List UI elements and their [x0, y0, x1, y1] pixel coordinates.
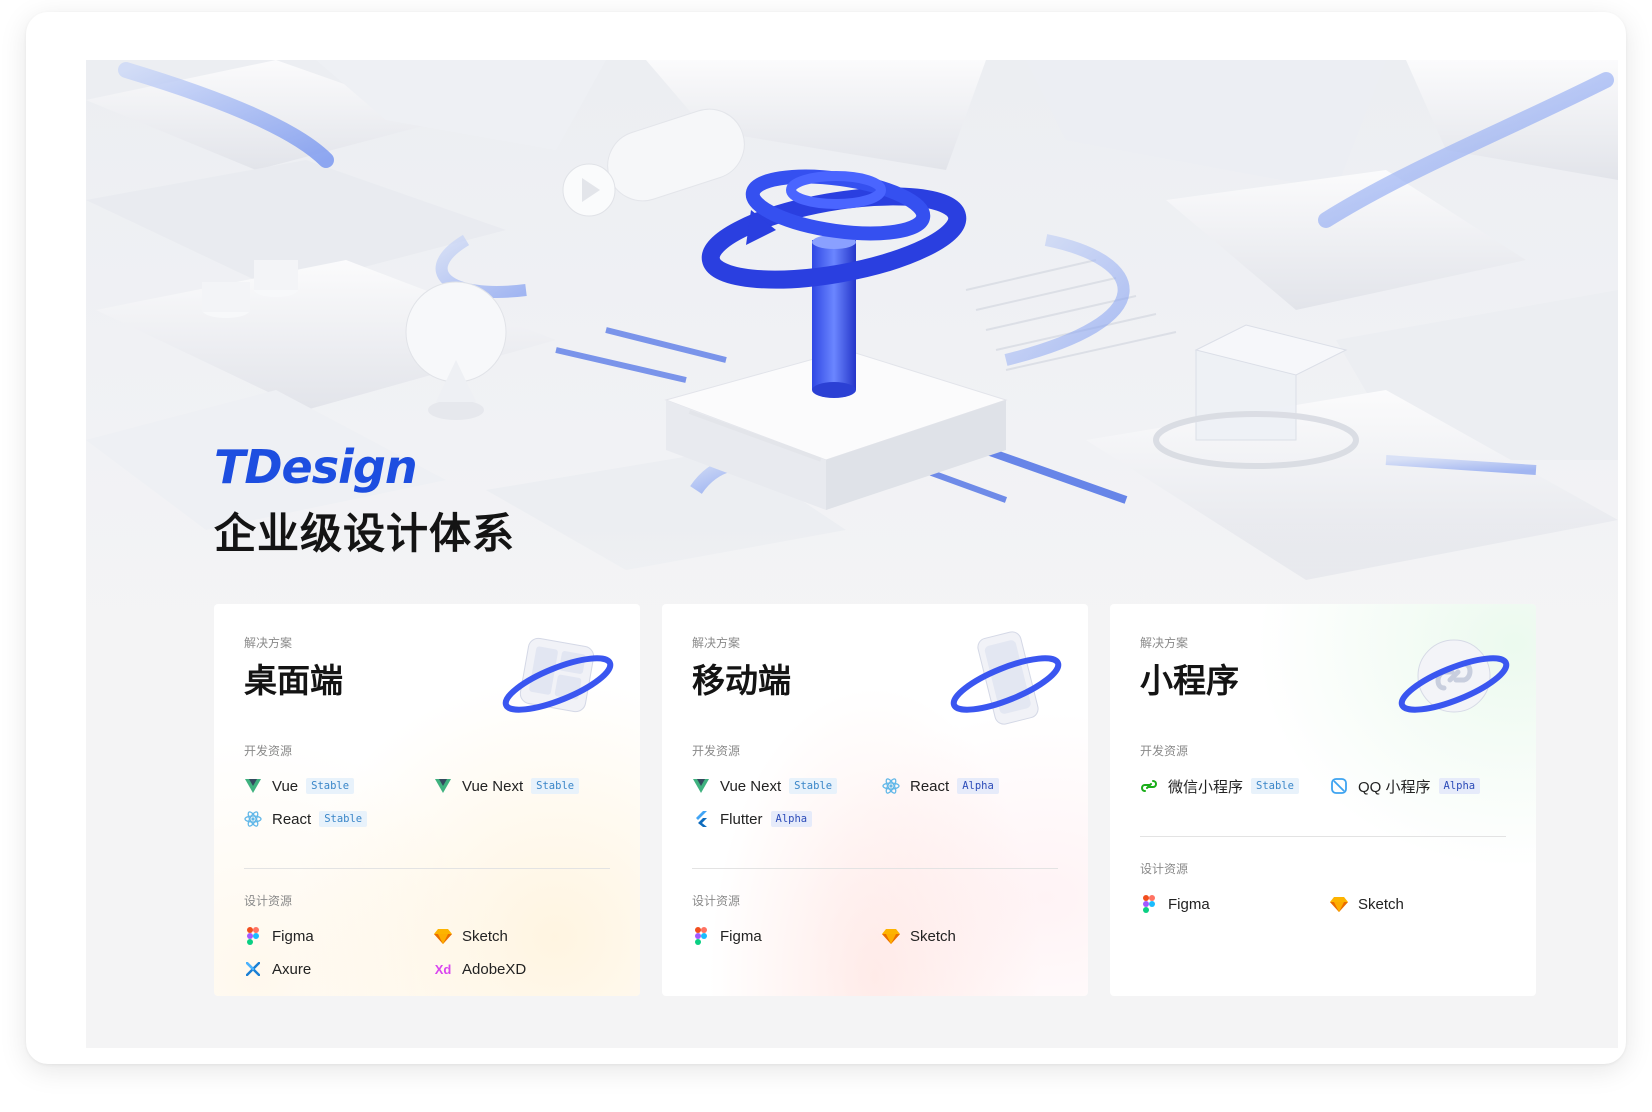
dev-resources-label: 开发资源: [1140, 744, 1189, 758]
wechat-miniprogram-icon: [1140, 777, 1158, 795]
divider: [244, 868, 610, 869]
page-viewport: TDesign 企业级设计体系 解决方案 桌面端 开发资源: [86, 60, 1618, 1048]
resource-sketch[interactable]: Sketch: [882, 926, 1072, 946]
card-caption: 解决方案: [1140, 636, 1189, 650]
card-title[interactable]: 桌面端: [244, 661, 343, 700]
design-resources-list: Figma Sketch Axure Xd AdobeXD: [244, 926, 624, 979]
resource-vue-next[interactable]: Vue Next Stable: [434, 776, 624, 796]
design-resources-label: 设计资源: [1140, 862, 1189, 876]
design-resources-label: 设计资源: [244, 894, 293, 908]
sketch-icon: [434, 927, 452, 945]
resource-vue[interactable]: Vue Stable: [244, 776, 434, 796]
flutter-icon: [692, 810, 710, 828]
status-badge: Stable: [531, 778, 580, 794]
resource-qq-miniprogram[interactable]: QQ 小程序 Alpha: [1330, 776, 1520, 796]
solution-card-desktop[interactable]: 解决方案 桌面端 开发资源 Vue Stable Vue Next Stable: [214, 604, 640, 996]
resource-figma[interactable]: Figma: [692, 926, 882, 946]
brand-logo[interactable]: TDesign: [214, 440, 418, 494]
resource-adobexd[interactable]: Xd AdobeXD: [434, 960, 527, 978]
figma-icon: [692, 927, 710, 945]
resource-vue-next[interactable]: Vue Next Stable: [692, 776, 882, 796]
sketch-icon: [882, 927, 900, 945]
resource-figma[interactable]: Figma: [1140, 894, 1330, 914]
miniprogram-icon: [1398, 639, 1510, 713]
divider: [692, 868, 1058, 869]
mobile-device-icon: [950, 631, 1062, 725]
qq-miniprogram-icon: [1330, 777, 1348, 795]
axure-icon: [244, 960, 262, 978]
card-title[interactable]: 移动端: [692, 661, 791, 700]
brand-slogan: 企业级设计体系: [214, 509, 516, 558]
solution-card-mobile[interactable]: 解决方案 移动端 开发资源 Vue Next Stable React Alph…: [662, 604, 1088, 996]
status-badge: Stable: [306, 778, 355, 794]
status-badge: Alpha: [770, 811, 813, 827]
react-icon: [244, 810, 262, 828]
resource-react[interactable]: React Stable: [244, 809, 434, 829]
vue-icon: [692, 777, 710, 795]
adobexd-icon: Xd: [434, 961, 452, 977]
solution-card-miniprogram[interactable]: 解决方案 小程序 开发资源 微信小程序 Stable QQ 小程序 Alpha: [1110, 604, 1536, 996]
brand-block: TDesign 企业级设计体系: [214, 440, 515, 561]
react-icon: [882, 777, 900, 795]
design-resources-list: Figma Sketch: [1140, 894, 1520, 914]
card-caption: 解决方案: [692, 636, 741, 650]
resource-wechat-miniprogram[interactable]: 微信小程序 Stable: [1140, 776, 1330, 796]
resource-sketch[interactable]: Sketch: [434, 926, 624, 946]
status-badge: Alpha: [1438, 778, 1481, 794]
status-badge: Stable: [789, 778, 838, 794]
resource-axure[interactable]: Axure: [244, 959, 434, 979]
vue-icon: [434, 777, 452, 795]
sketch-icon: [1330, 895, 1348, 913]
dev-resources-list: Vue Stable Vue Next Stable React Stable: [244, 776, 624, 829]
resource-flutter[interactable]: Flutter Alpha: [692, 809, 882, 829]
dev-resources-label: 开发资源: [692, 744, 741, 758]
dev-resources-list: Vue Next Stable React Alpha Flutter Alph…: [692, 776, 1072, 829]
resource-react[interactable]: React Alpha: [882, 776, 1072, 796]
divider: [1140, 836, 1506, 837]
hero-banner: TDesign 企业级设计体系: [86, 60, 1618, 700]
status-badge: Stable: [319, 811, 368, 827]
figma-icon: [1140, 895, 1158, 913]
figma-icon: [244, 927, 262, 945]
resource-sketch[interactable]: Sketch: [1330, 894, 1520, 914]
hero-3d-illustration: [86, 60, 1618, 700]
window-frame: TDesign 企业级设计体系 解决方案 桌面端 开发资源: [26, 12, 1626, 1064]
dev-resources-list: 微信小程序 Stable QQ 小程序 Alpha: [1140, 776, 1520, 796]
card-title[interactable]: 小程序: [1140, 661, 1239, 700]
desktop-device-icon: [502, 637, 614, 713]
status-badge: Stable: [1251, 778, 1299, 794]
dev-resources-label: 开发资源: [244, 744, 293, 758]
design-resources-list: Figma Sketch: [692, 926, 1072, 946]
vue-icon: [244, 777, 262, 795]
status-badge: Alpha: [957, 778, 999, 794]
resource-figma[interactable]: Figma: [244, 926, 434, 946]
design-resources-label: 设计资源: [692, 894, 741, 908]
card-caption: 解决方案: [244, 636, 293, 650]
